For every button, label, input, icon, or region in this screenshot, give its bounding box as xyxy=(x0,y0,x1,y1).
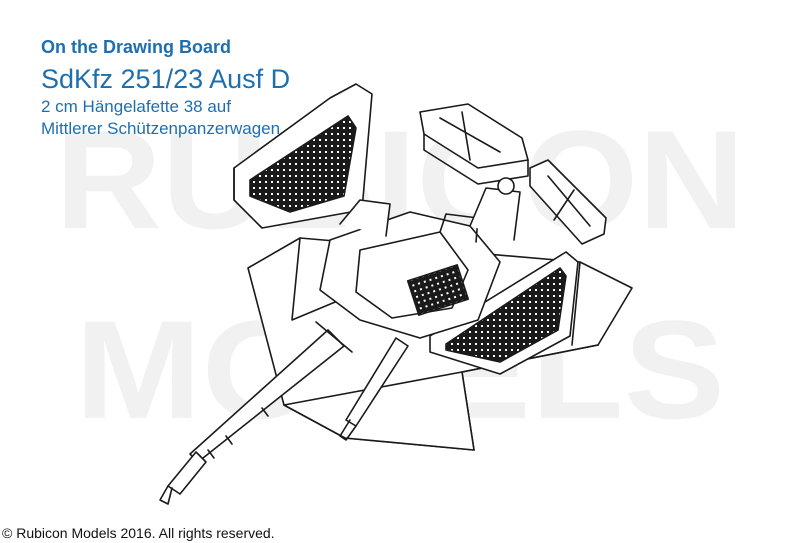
hull-front-plate xyxy=(283,371,475,451)
ammo-box-right xyxy=(529,159,607,245)
left-shield-tread xyxy=(249,115,357,213)
subtitle-line1: 2 cm Hängelafette 38 auf xyxy=(41,97,231,116)
muzzle-brake xyxy=(167,451,207,495)
copyright: © Rubicon Models 2016. All rights reserv… xyxy=(2,525,275,541)
subtitle-line2: Mittlerer Schützenpanzerwagen xyxy=(41,119,281,138)
ammo-magazine xyxy=(406,264,470,316)
page-title: SdKfz 251/23 Ausf D xyxy=(41,64,291,94)
right-shield-tread xyxy=(445,267,567,363)
kicker: On the Drawing Board xyxy=(41,37,232,57)
header: On the Drawing Board SdKfz 251/23 Ausf D… xyxy=(41,36,290,140)
